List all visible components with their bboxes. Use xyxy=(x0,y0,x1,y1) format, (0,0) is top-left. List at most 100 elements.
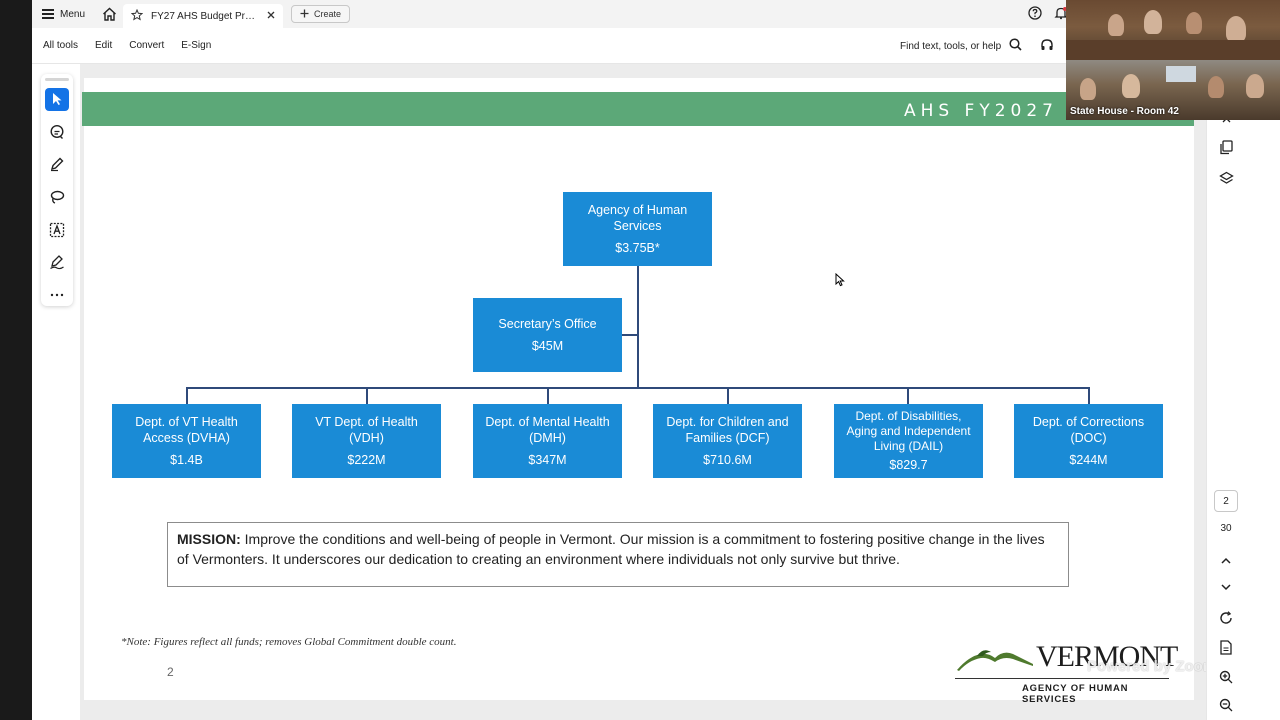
org-box-secretary-amount: $45M xyxy=(531,339,564,353)
org-box-dept-name: VT Dept. of Health (VDH) xyxy=(315,415,418,445)
org-box-dept: Dept. of Mental Health (DMH) $347M xyxy=(473,404,622,478)
connector-dept-4 xyxy=(727,387,729,405)
mouse-pointer-icon xyxy=(835,273,845,287)
lasso-icon xyxy=(50,190,65,204)
org-box-secretary-name: Secretary’s Office xyxy=(498,317,597,331)
zoom-out-icon xyxy=(1219,698,1233,712)
vermont-logo: VERMONT AGENCY OF HUMAN SERVICES xyxy=(955,640,1178,705)
mission-text: Improve the conditions and well-being of… xyxy=(177,531,1045,567)
more-icon xyxy=(50,293,64,296)
layers-icon xyxy=(1218,171,1234,184)
mountain-icon xyxy=(957,650,1033,671)
org-box-dept-name: Dept. of Disabilities, Aging and Indepen… xyxy=(846,409,971,453)
org-box-dept-name: Dept. of Corrections (DOC) xyxy=(1032,415,1145,445)
pages-panel-button[interactable] xyxy=(1216,137,1236,157)
convert-menu[interactable]: Convert xyxy=(129,40,165,51)
headset-icon[interactable] xyxy=(1040,38,1054,55)
all-tools-menu[interactable]: All tools xyxy=(43,40,79,51)
right-margin xyxy=(1244,64,1280,720)
edit-menu[interactable]: Edit xyxy=(95,40,113,51)
close-tab-icon[interactable] xyxy=(267,11,275,22)
tab-document[interactable]: FY27 AHS Budget Presen... xyxy=(123,4,284,28)
next-page-button[interactable] xyxy=(1216,577,1236,597)
org-box-dept-amount: $222M xyxy=(347,453,386,467)
chevron-up-icon xyxy=(1221,557,1231,564)
mission-label: MISSION: xyxy=(177,531,241,547)
search-icon[interactable] xyxy=(1009,38,1022,54)
document-viewport[interactable] xyxy=(80,64,1206,720)
zoom-in-button[interactable] xyxy=(1216,667,1236,687)
zoom-watermark: Powered by Zoom xyxy=(1087,658,1217,675)
text-box-icon xyxy=(49,222,65,237)
connector-secretary xyxy=(621,334,638,336)
connector-dept-6 xyxy=(1088,387,1090,405)
org-box-dept-name: Dept. of VT Health Access (DVHA) xyxy=(135,415,238,445)
org-box-agency: Agency of Human Services $3.75B* xyxy=(563,192,712,266)
sign-tool-button[interactable] xyxy=(45,251,69,274)
layers-panel-button[interactable] xyxy=(1216,168,1236,188)
home-icon[interactable] xyxy=(95,0,123,28)
help-icon[interactable] xyxy=(1028,6,1042,23)
comment-tool-button[interactable] xyxy=(45,121,69,144)
search-help-field[interactable]: Find text, tools, or help xyxy=(900,38,1022,54)
org-box-dept: Dept. of Corrections (DOC) $244M xyxy=(1014,404,1163,478)
plus-icon xyxy=(300,9,309,20)
connector-dept-2 xyxy=(366,387,368,405)
org-box-dept-amount: $244M xyxy=(1069,453,1108,467)
lasso-tool-button[interactable] xyxy=(45,186,69,209)
select-tool-button[interactable] xyxy=(45,88,69,111)
org-box-dept: Dept. for Children and Families (DCF) $7… xyxy=(653,404,802,478)
video-feed-bottom xyxy=(1066,60,1280,120)
rotate-button[interactable] xyxy=(1216,608,1236,628)
slide-header-title: AHS FY2027 xyxy=(903,101,1058,121)
org-box-agency-name: Agency of Human Services xyxy=(587,203,688,233)
hamburger-icon xyxy=(42,9,54,19)
org-box-dept: VT Dept. of Health (VDH) $222M xyxy=(292,404,441,478)
zoom-in-icon xyxy=(1219,670,1233,684)
refresh-icon xyxy=(1220,611,1232,624)
draw-tool-button[interactable] xyxy=(45,153,69,176)
pdf-page xyxy=(84,78,1194,700)
logo-subtitle: AGENCY OF HUMAN SERVICES xyxy=(1022,683,1129,705)
connector-dept-1 xyxy=(186,387,188,405)
slide-header-band: AHS FY2027 xyxy=(82,92,1194,126)
logo-rule xyxy=(955,678,1169,679)
org-box-secretary: Secretary’s Office $45M xyxy=(473,298,622,372)
org-box-agency-amount: $3.75B* xyxy=(615,241,660,255)
org-box-dept-amount: $1.4B xyxy=(170,453,203,467)
star-icon[interactable] xyxy=(130,8,144,24)
org-box-dept-amount: $710.6M xyxy=(703,453,752,467)
tab-bar-actions xyxy=(1028,6,1068,23)
esign-menu[interactable]: E-Sign xyxy=(181,40,212,51)
current-page-input[interactable]: 2 xyxy=(1214,490,1238,512)
text-tool-button[interactable] xyxy=(45,218,69,241)
right-rail: 2 30 xyxy=(1206,64,1244,720)
total-pages: 30 xyxy=(1220,523,1232,534)
create-label: Create xyxy=(314,9,342,19)
logo-wordmark: VERMONT xyxy=(1036,640,1178,673)
menu-button[interactable]: Menu xyxy=(32,0,95,28)
mission-statement: MISSION: Improve the conditions and well… xyxy=(167,522,1069,587)
page-save-button[interactable] xyxy=(1216,637,1236,657)
copy-pages-icon xyxy=(1220,139,1233,154)
pencil-icon xyxy=(50,157,64,172)
org-box-dept: Dept. of Disabilities, Aging and Indepen… xyxy=(834,404,983,478)
tool-rail xyxy=(41,74,73,306)
document-icon xyxy=(1220,639,1232,655)
org-box-dept-amount: $347M xyxy=(528,453,567,467)
chevron-down-icon xyxy=(1221,583,1231,590)
rail-grip xyxy=(45,78,69,81)
org-box-dept-amount: $829.7 xyxy=(889,458,928,472)
previous-page-button[interactable] xyxy=(1216,550,1236,570)
connector-dept-3 xyxy=(547,387,549,405)
create-button[interactable]: Create xyxy=(291,5,351,23)
menu-label: Menu xyxy=(60,8,86,20)
zoom-out-button[interactable] xyxy=(1216,695,1236,715)
video-room-label: State House - Room 42 xyxy=(1070,106,1179,117)
org-box-dept-name: Dept. of Mental Health (DMH) xyxy=(485,415,610,445)
cursor-arrow-icon xyxy=(53,93,62,106)
video-call-overlay[interactable]: State House - Room 42 xyxy=(1066,0,1280,120)
comment-icon xyxy=(50,124,64,139)
more-tools-button[interactable] xyxy=(45,283,69,306)
